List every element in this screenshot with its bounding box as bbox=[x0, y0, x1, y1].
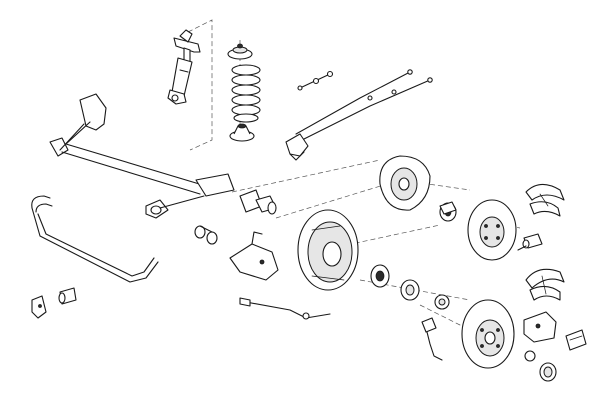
backing-plate-drum bbox=[297, 209, 359, 291]
abs-sensor bbox=[421, 317, 443, 361]
bolt bbox=[439, 201, 527, 251]
shock-absorber bbox=[167, 29, 201, 105]
stub-axle bbox=[239, 189, 277, 215]
brake-drum bbox=[461, 299, 515, 369]
brake-pads bbox=[565, 329, 587, 351]
brake-shoe-upper bbox=[525, 183, 565, 217]
stabilizer-link-rubber bbox=[58, 287, 77, 305]
hub-cap bbox=[539, 362, 557, 382]
spring-seat bbox=[229, 123, 255, 142]
backing-plate-disc bbox=[379, 155, 431, 211]
parking-brake-cable-bracket bbox=[285, 133, 309, 161]
stabilizer-clamp bbox=[31, 295, 47, 319]
brake-caliper bbox=[523, 311, 557, 343]
coil-spring bbox=[231, 64, 261, 123]
abs-sensor-cable bbox=[239, 297, 331, 320]
rear-axle-beam bbox=[49, 93, 235, 219]
wheel-cylinder bbox=[522, 233, 543, 249]
axle-nut bbox=[434, 294, 450, 310]
hub-dust-cap bbox=[524, 350, 536, 362]
stabilizer-bar bbox=[31, 195, 159, 283]
parking-brake-cable-long bbox=[295, 69, 433, 141]
brake-shoe-lower bbox=[525, 268, 565, 301]
brake-disc bbox=[467, 199, 517, 261]
parking-brake-cable-short bbox=[297, 70, 334, 91]
wheel-bearing-drum bbox=[370, 264, 420, 301]
spring-top-mount bbox=[227, 43, 253, 60]
axle-mounting-bracket bbox=[229, 231, 279, 281]
axle-bush bbox=[194, 225, 218, 245]
